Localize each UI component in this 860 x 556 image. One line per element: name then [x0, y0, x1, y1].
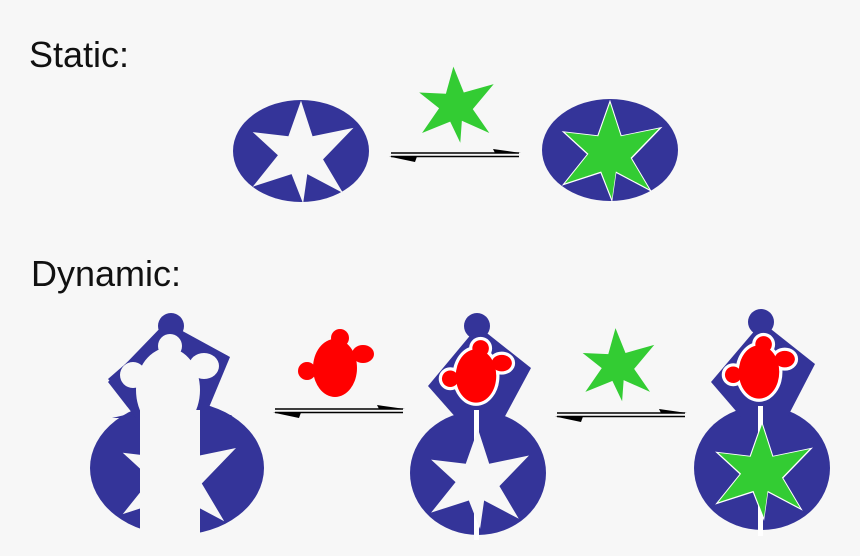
- static-equilibrium-arrows: [388, 148, 522, 163]
- dynamic-red-ligand: [298, 329, 374, 397]
- dynamic-green-star-ligand: [581, 325, 659, 404]
- static-section-label: Static:: [29, 34, 130, 75]
- dynamic-equilibrium-arrows-1: [272, 404, 406, 419]
- dynamic-receptor-red-bound: [410, 313, 546, 540]
- dynamic-equilibrium-arrows-2: [554, 408, 688, 423]
- static-green-star-ligand: [417, 63, 498, 146]
- dynamic-section-label: Dynamic:: [31, 253, 182, 294]
- dynamic-receptor-fully-bound: [694, 309, 830, 536]
- static-empty-receptor: [233, 100, 369, 204]
- static-bound-receptor: [542, 99, 678, 203]
- dynamic-empty-receptor: [90, 313, 264, 535]
